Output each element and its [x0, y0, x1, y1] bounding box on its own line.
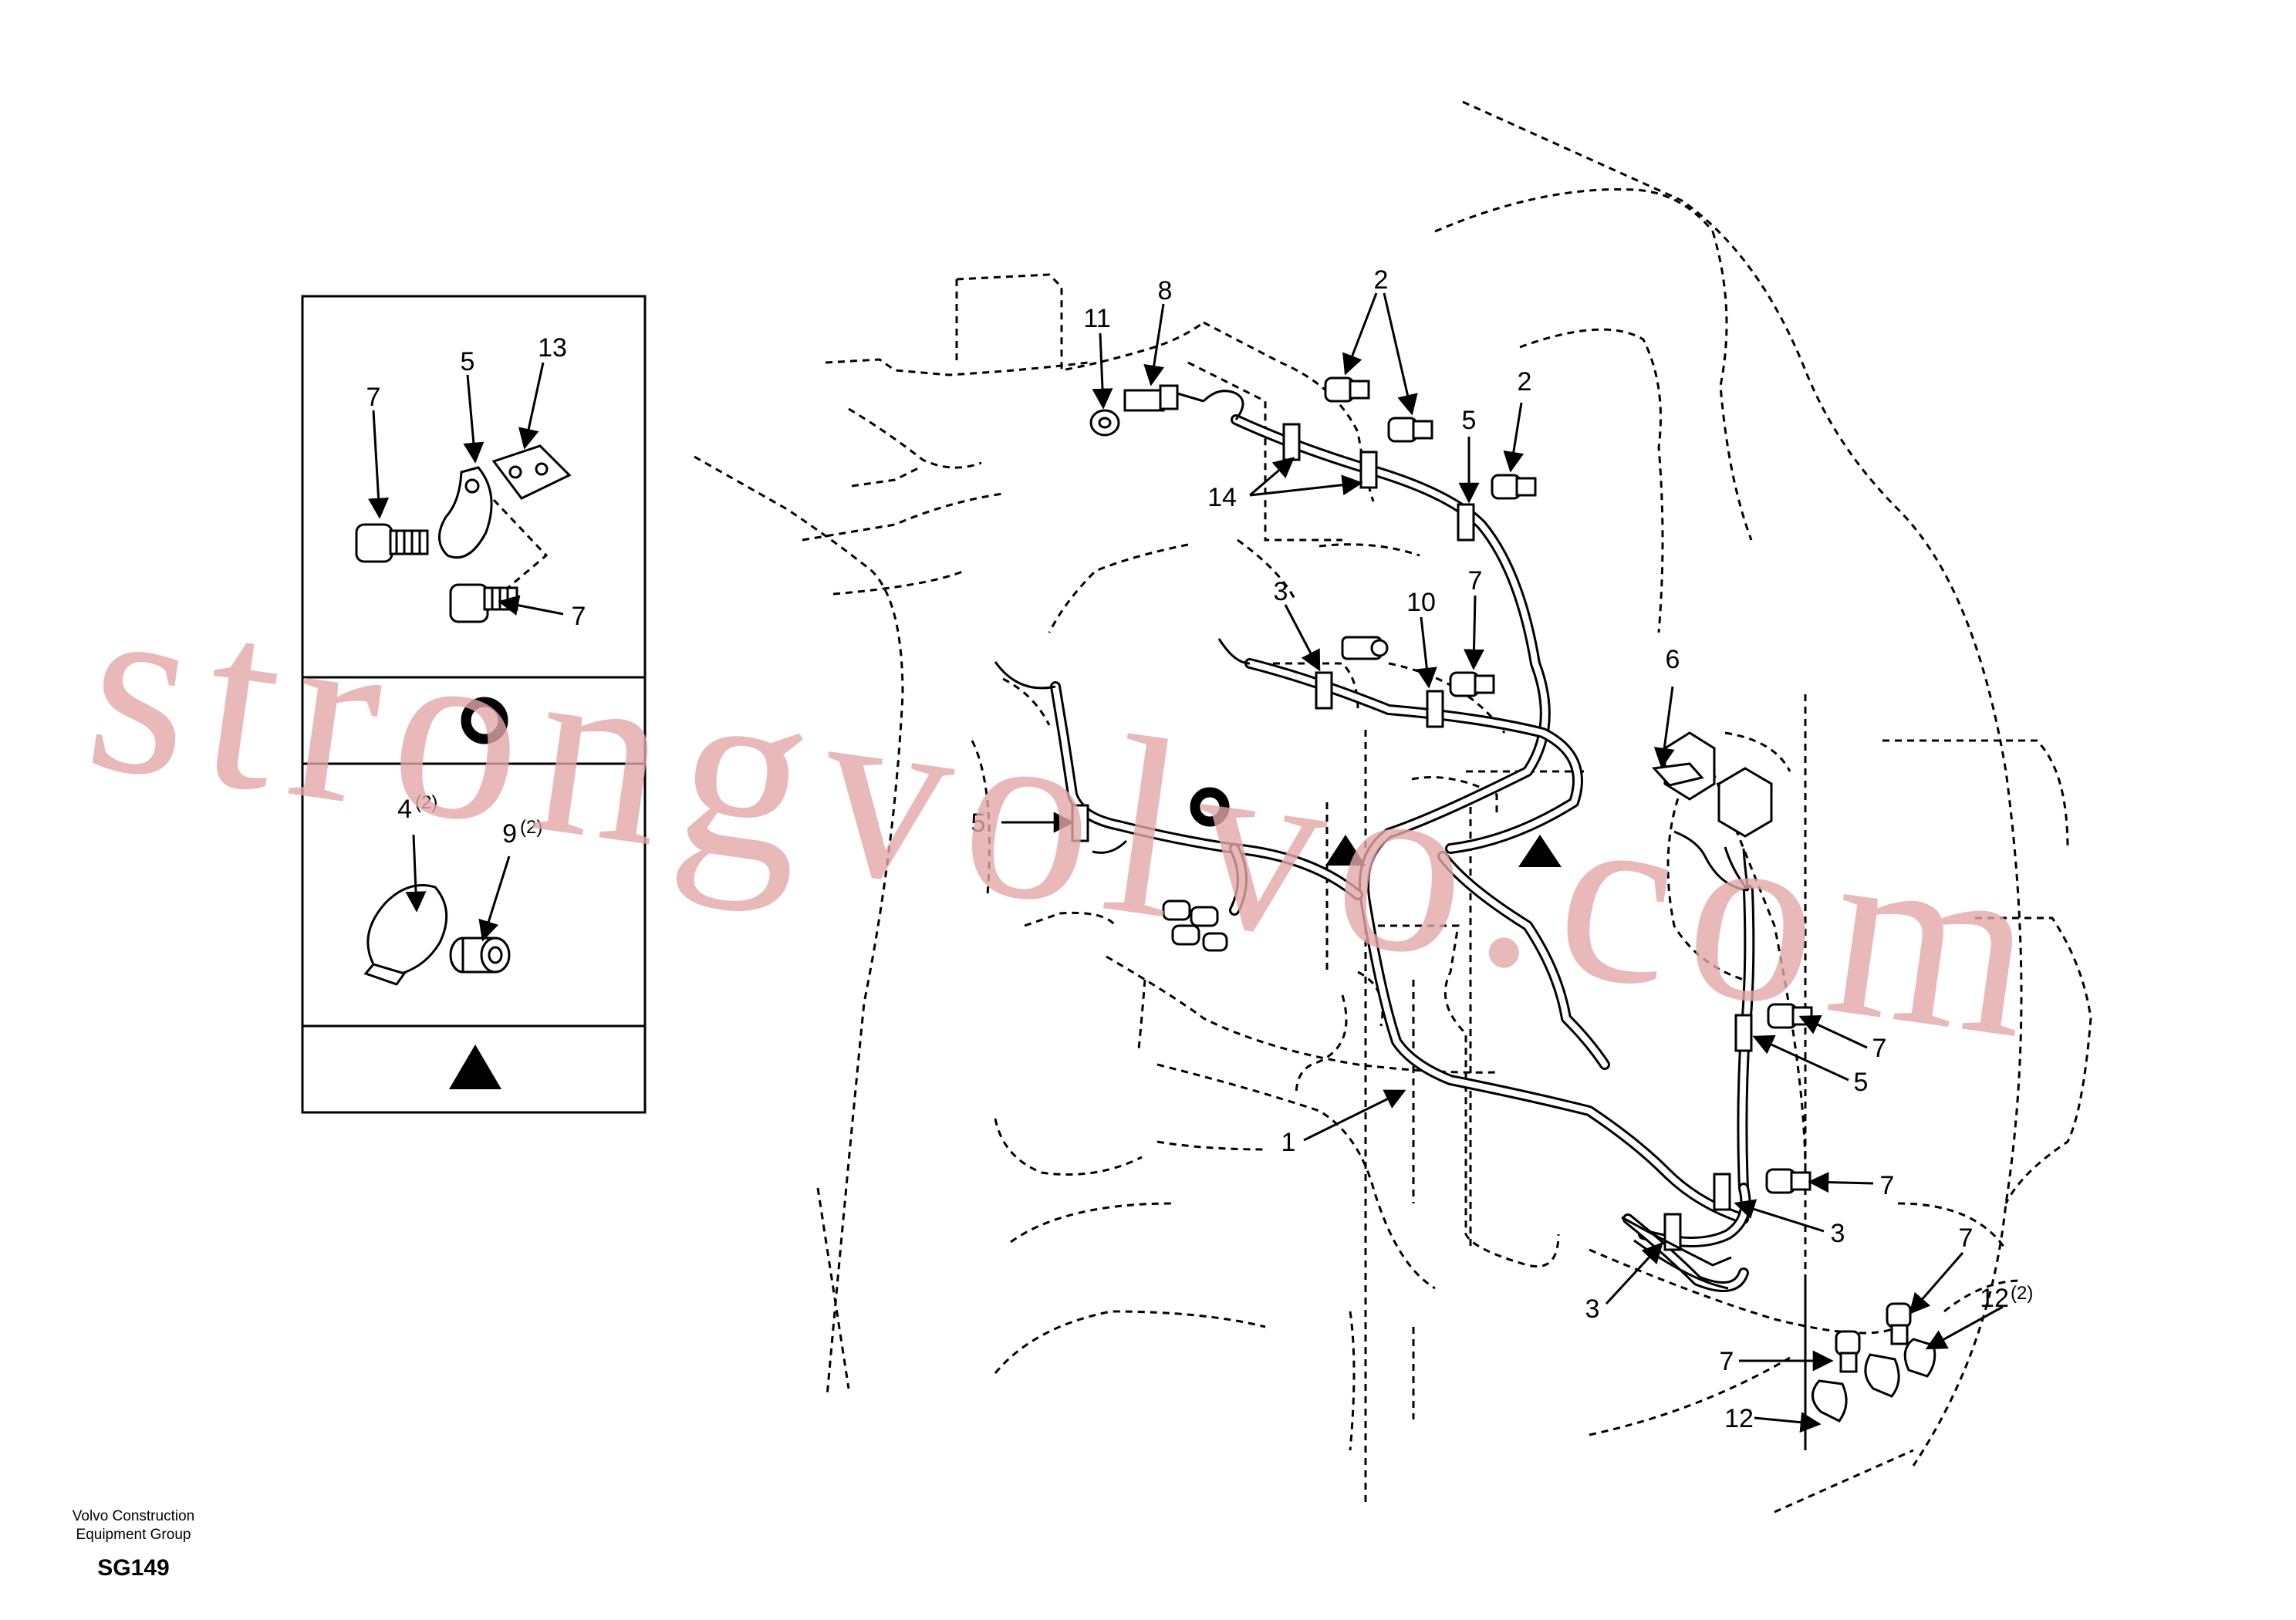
callout-label: 10 [1406, 588, 1436, 617]
guide-line [492, 498, 549, 591]
wire-end [1742, 848, 1750, 891]
bolt-icon [1765, 1168, 1811, 1194]
bolt-icon [1324, 376, 1370, 403]
bracket-icon [1651, 762, 1704, 787]
callout-label: 12 [1980, 1284, 2009, 1313]
callout-label: 5 [461, 347, 475, 376]
callout-label: 14 [1207, 483, 1237, 512]
clamp-icon [1864, 1353, 1900, 1398]
circle-symbol-icon [461, 697, 508, 744]
clamp-icon [1734, 1014, 1753, 1052]
callout-label: 7 [1468, 566, 1483, 596]
leader-line [405, 834, 427, 913]
quantity-label: (2) [520, 817, 542, 838]
callout-label: 7 [1880, 1171, 1895, 1200]
inset-panel: 7 5 13 7 4 (2) 9 (2) [301, 295, 647, 1114]
bolt-icon [1491, 474, 1537, 500]
machine-outline [694, 100, 2092, 1514]
callout-label: 5 [1854, 1068, 1869, 1097]
callout-label: 5 [971, 808, 986, 838]
wire-end [1217, 638, 1251, 665]
bolt-icon [1835, 1330, 1861, 1373]
figure-code: SG149 [97, 1555, 170, 1581]
circle-symbol-icon [1190, 787, 1230, 827]
clamp-icon [1282, 423, 1301, 461]
wire-end [1673, 830, 1749, 892]
callout-label: 12 [1724, 1404, 1754, 1433]
leader-line [368, 410, 390, 519]
triangle-symbol-icon [1518, 835, 1562, 867]
quantity-label: (2) [2011, 1283, 2033, 1304]
footer-caption: Volvo Construction Equipment Group SG149 [37, 1507, 230, 1581]
footer-company: Volvo Construction [72, 1508, 195, 1524]
callouts: 11 8 2 2 5 14 3 10 7 6 5 7 5 1 7 3 3 7 7… [971, 265, 2034, 1433]
callout-label: 13 [538, 333, 567, 363]
watermark: strongvolvo.com [73, 541, 2066, 1095]
leader-line [463, 374, 485, 464]
callout-label: 7 [1720, 1347, 1734, 1376]
clamp-icon [1457, 503, 1475, 542]
callout-label: 3 [1831, 1219, 1845, 1248]
callout-label: 7 [1872, 1034, 1887, 1063]
callout-label: 2 [1374, 265, 1389, 295]
clamp-icon [1426, 690, 1444, 728]
leader-line [478, 856, 511, 942]
clamp-icon [1713, 1173, 1731, 1211]
bolt-icon [1387, 417, 1433, 443]
callout-label: 4 [397, 795, 412, 824]
callout-label: 7 [572, 602, 586, 631]
clamp-icon [1811, 1379, 1848, 1423]
guide-line [1137, 979, 1146, 1050]
callout-label: 9 [502, 819, 517, 849]
relay-icon [1717, 767, 1773, 838]
clamp-icon [438, 466, 493, 559]
clamp-icon [1315, 671, 1333, 710]
bolt-icon [1886, 1302, 1912, 1345]
footer-company: Equipment Group [76, 1527, 191, 1543]
callout-label: 11 [1083, 304, 1110, 333]
washer-icon [1098, 417, 1112, 429]
spacer-icon [449, 937, 511, 974]
callout-label: 2 [1518, 367, 1532, 397]
callout-label: 7 [1959, 1223, 1974, 1253]
pipe-outline [1621, 1216, 1732, 1267]
bolt-icon [355, 523, 429, 563]
quantity-label: (2) [415, 792, 437, 813]
callout-label: 3 [1585, 1294, 1600, 1324]
wire-end [1724, 846, 1750, 891]
leader-line [518, 362, 545, 450]
callout-label: 5 [1462, 406, 1477, 435]
plate-icon [491, 444, 572, 500]
callout-label: 8 [1158, 276, 1173, 305]
bolt-icon [449, 583, 518, 623]
clamp-icon [1663, 1213, 1682, 1251]
inset-frame [301, 295, 647, 1114]
leader-lines [1001, 292, 2004, 1433]
clamp-icon [1903, 1338, 1936, 1378]
connector-icon [1162, 899, 1228, 952]
clamp-icon [1359, 451, 1378, 489]
coupling-icon [1341, 636, 1389, 660]
wire-end [1092, 839, 1128, 854]
callout-label: 3 [1274, 577, 1288, 606]
triangle-symbol-icon [449, 1045, 501, 1089]
triangle-symbol-icon [1325, 835, 1366, 866]
callout-label: 6 [1666, 645, 1680, 674]
clamp-icon [363, 884, 448, 986]
leader-line [498, 595, 564, 616]
wire-end [994, 661, 1056, 690]
callout-label: 1 [1281, 1128, 1296, 1157]
wire-end [1202, 390, 1244, 420]
bolt-icon [1449, 671, 1495, 697]
callout-label: 7 [366, 383, 381, 412]
sensor-icon [1123, 384, 1204, 412]
